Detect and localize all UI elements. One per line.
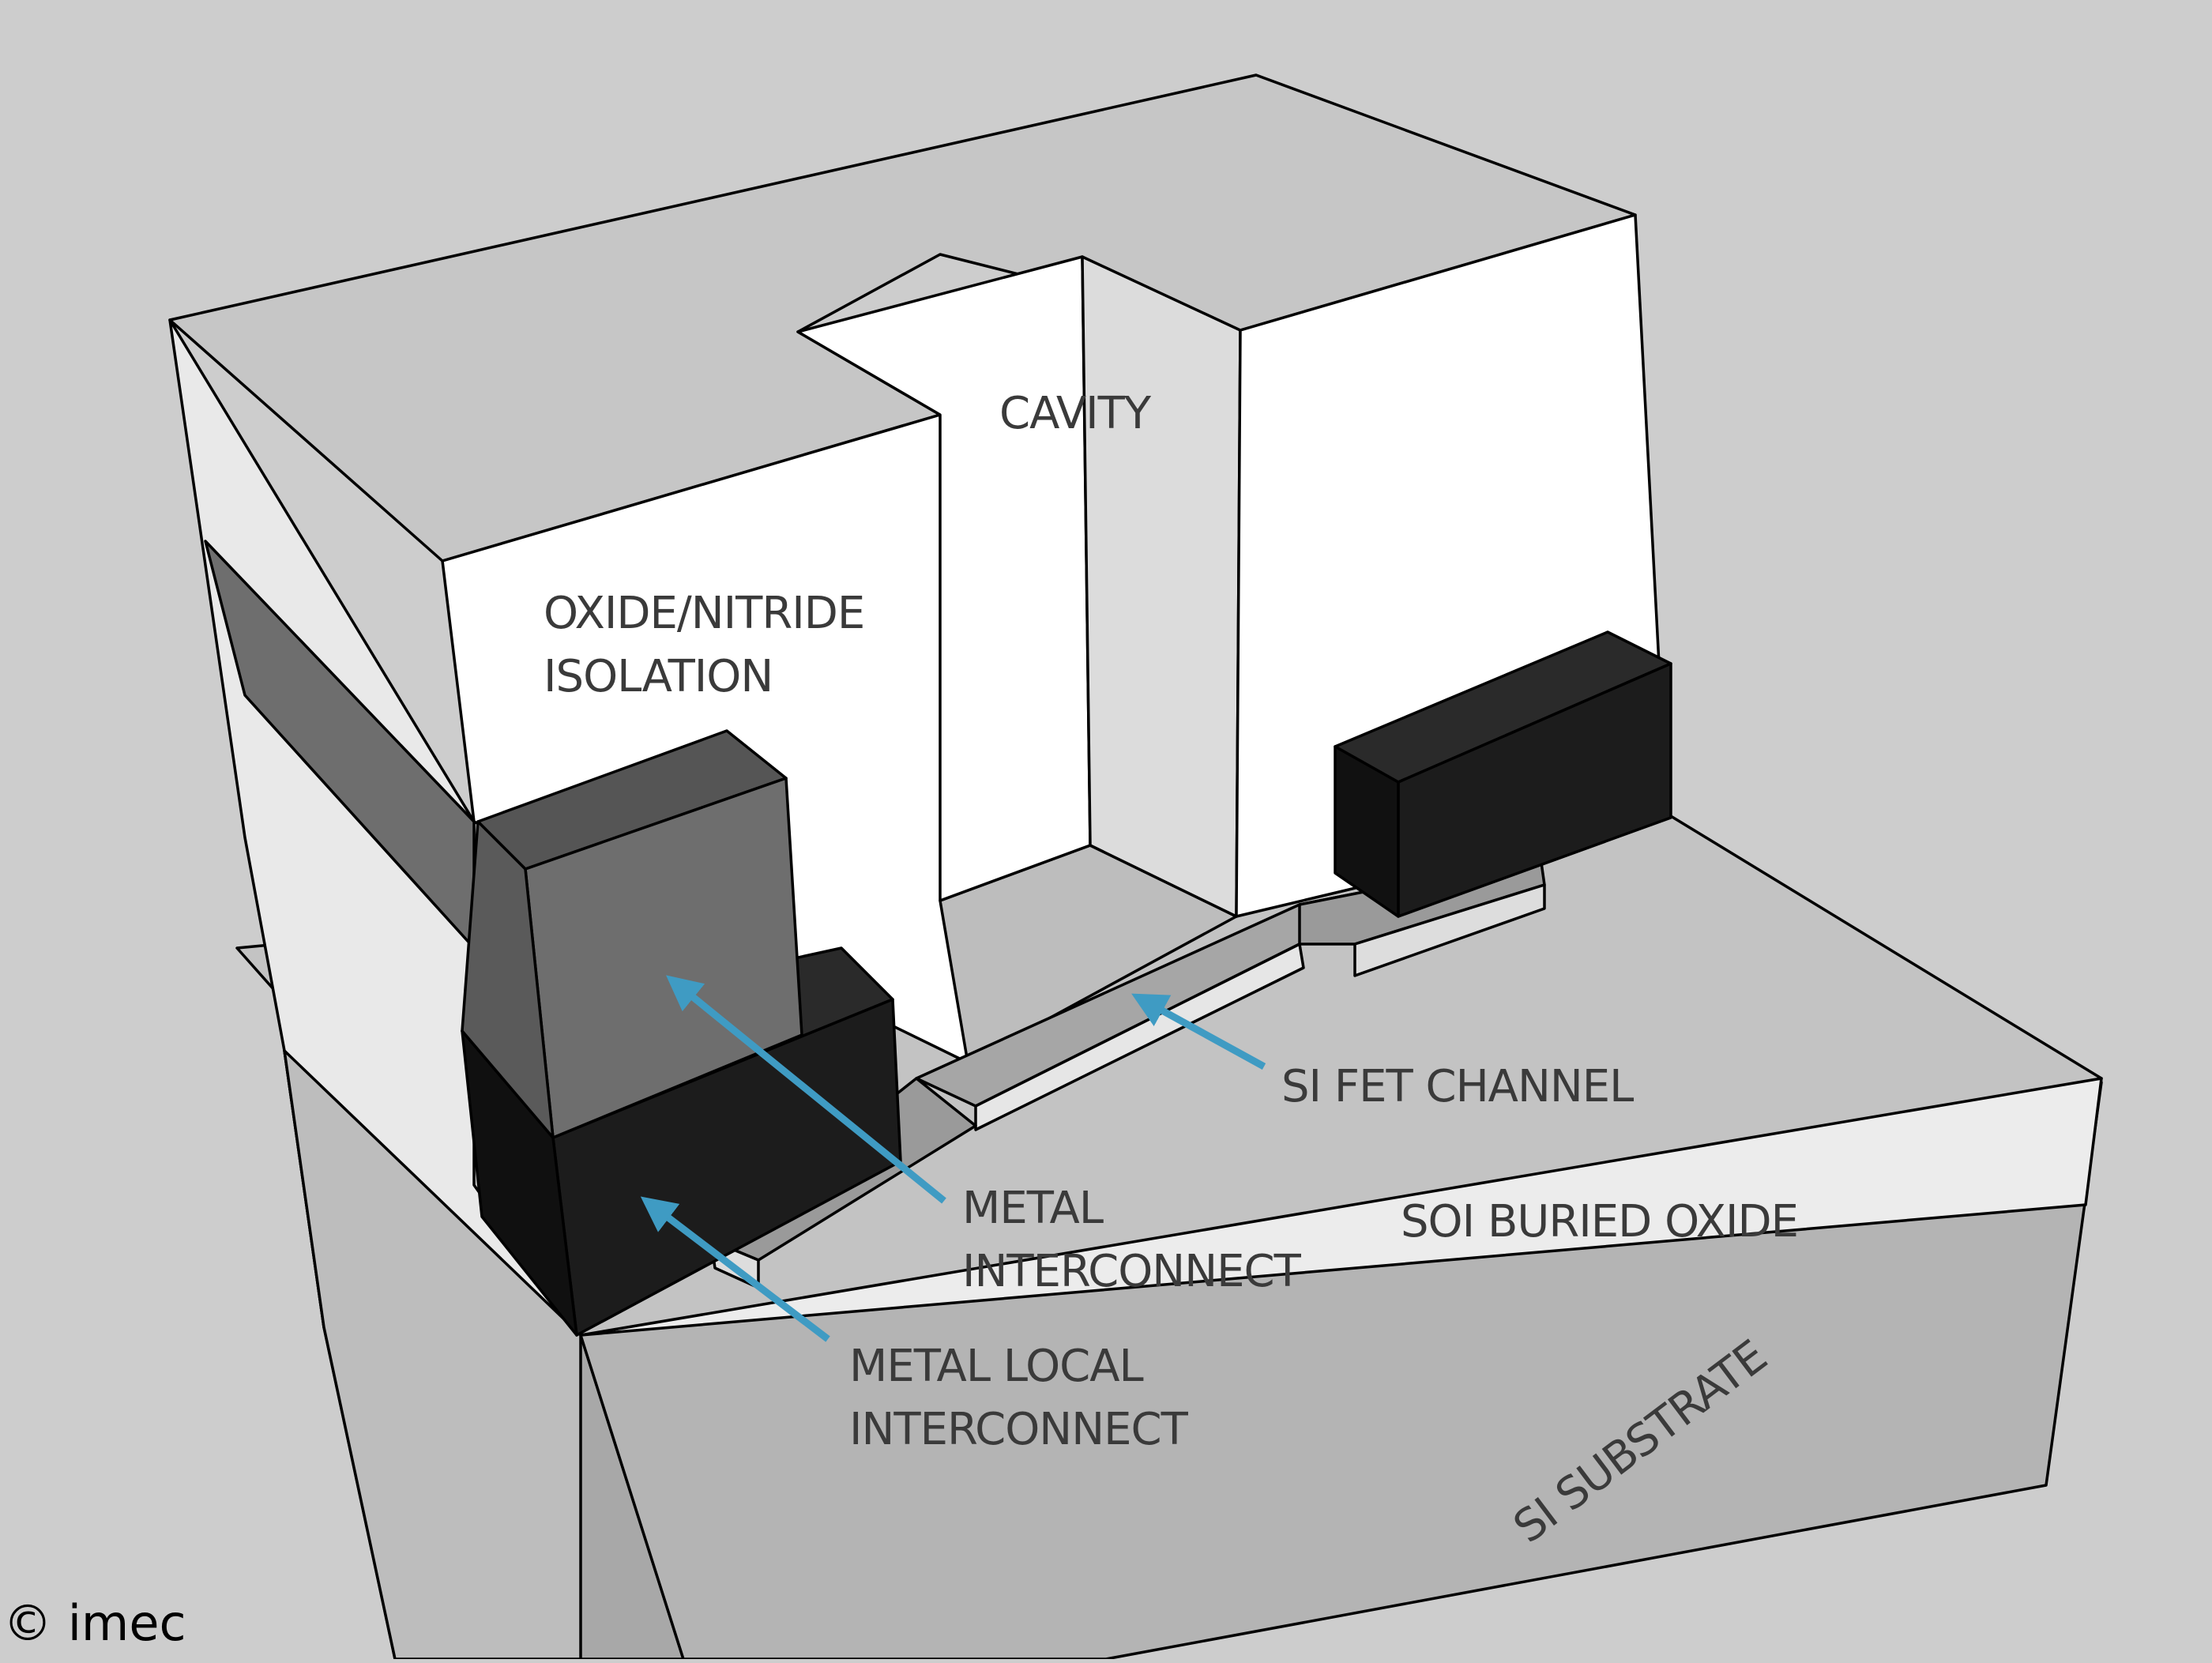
label-metal-interconnect-line2: INTERCONNECT [962,1246,1302,1297]
label-cavity: CAVITY [999,388,1152,439]
label-si-fet-channel: SI FET CHANNEL [1281,1061,1634,1112]
label-metal-interconnect-line1: METAL [962,1183,1104,1234]
cavity-back-wall [796,255,1092,902]
right-metal-block-side [1334,745,1400,918]
label-metal-local-line2: INTERCONNECT [849,1404,1189,1455]
label-isolation-line1: OXIDE/NITRIDE [544,588,864,639]
cavity-side-wall [1081,255,1242,918]
arrow-si-fet-channel [1131,993,1266,1070]
metal-interconnect-side [461,820,555,1139]
arrow-metal-local-interconnect [640,1196,830,1342]
label-buried-oxide: SOI BURIED OXIDE [1401,1196,1798,1247]
copyright-notice: © imec [3,1594,186,1652]
label-metal-local-line1: METAL LOCAL [849,1341,1144,1392]
si-fet-channel-side [974,942,1305,1131]
label-isolation-line2: ISOLATION [544,651,773,702]
arrow-metal-interconnect [666,975,946,1204]
si-fet-source-pad-side [1353,883,1546,977]
